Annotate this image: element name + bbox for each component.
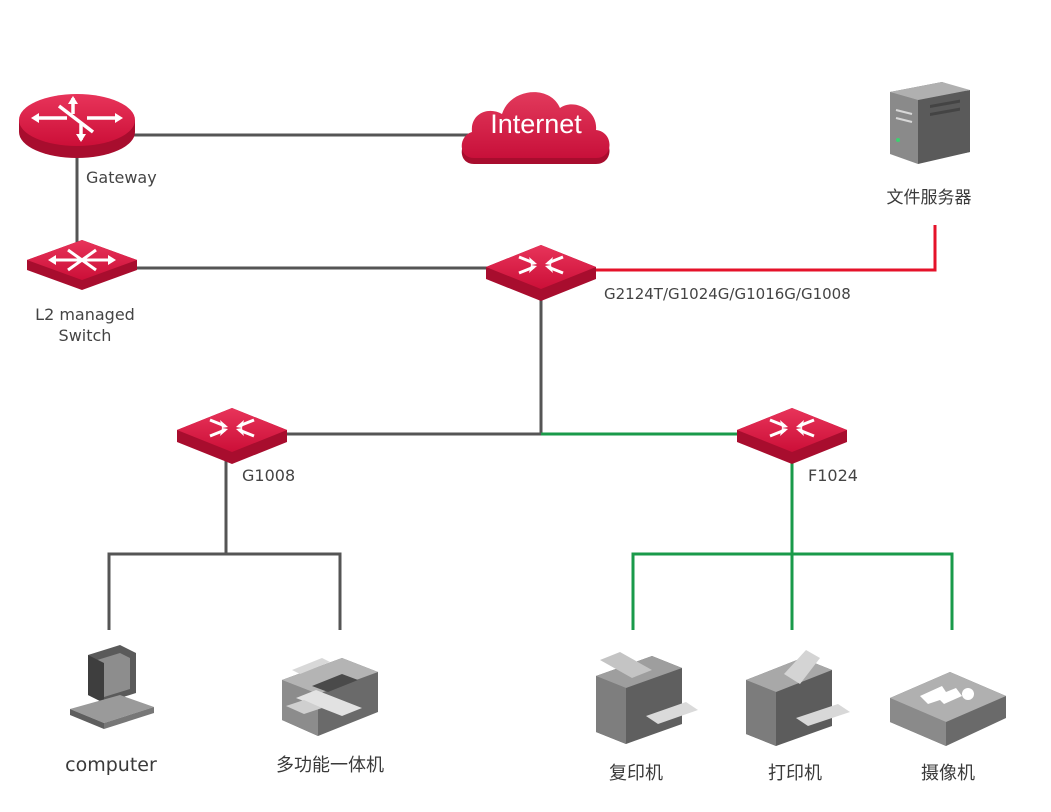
link-f1024-branch [631,552,954,630]
internet-label: Internet [490,109,582,139]
camera-icon [890,672,1006,746]
fax-machine-icon [282,658,378,736]
switch-icon [27,240,137,290]
cloud-icon: Internet [461,92,610,164]
router-icon [19,94,135,158]
copier-icon [596,652,698,744]
switch-icon [486,245,596,301]
f1024-label: F1024 [808,466,858,485]
printer-icon [746,650,850,746]
link-g1008-branch [107,552,342,630]
link-core-fileserver [592,225,937,272]
core-switch-label: G2124T/G1024G/G1016G/G1008 [604,285,851,303]
copier-label: 复印机 [609,763,663,784]
computer-icon [70,645,154,729]
printer-label: 打印机 [768,763,822,784]
mfp-label: 多功能一体机 [276,755,384,776]
camera-label: 摄像机 [921,763,975,784]
links [75,133,954,630]
fileserver-label: 文件服务器 [887,188,972,208]
server-icon [890,82,970,164]
switch-icon [737,408,847,464]
l2switch-label-line1: L2 managed [35,305,135,324]
g1008-label: G1008 [242,466,295,485]
switch-icon [177,408,287,464]
l2switch-label-line2: Switch [59,326,112,345]
gateway-label: Gateway [86,168,157,187]
computer-label: computer [65,754,157,776]
